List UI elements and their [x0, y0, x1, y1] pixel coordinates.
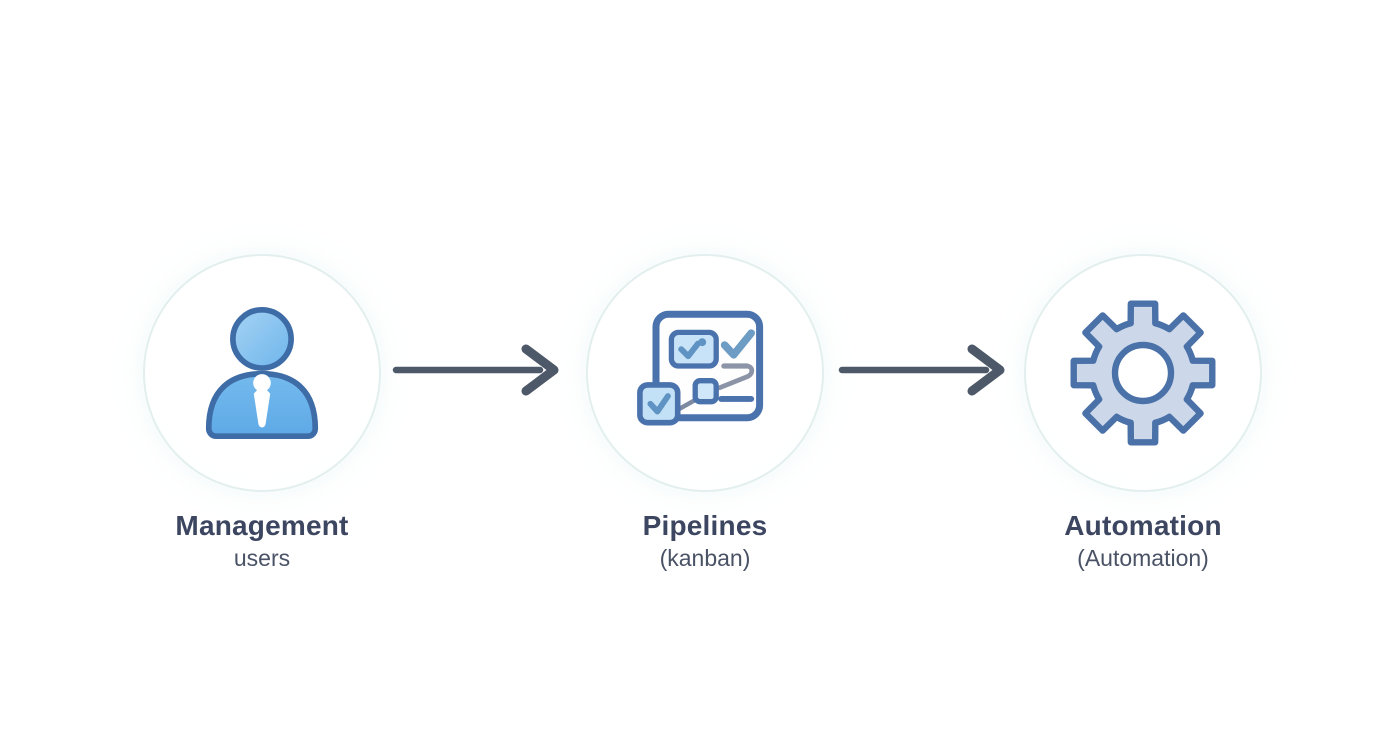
node-subtitle: (kanban): [659, 545, 751, 571]
arrow-right-icon: [838, 344, 1005, 396]
node-label: Management users: [112, 510, 412, 572]
node-title: Management: [175, 510, 349, 541]
arrow-right-icon: [392, 344, 559, 396]
node-automation: Automation (Automation): [993, 254, 1293, 572]
node-halo-circle: [1024, 254, 1262, 492]
node-label: Automation (Automation): [993, 510, 1293, 572]
node-management: Management users: [112, 254, 412, 572]
node-label: Pipelines (kanban): [555, 510, 855, 572]
flow-arrow-2: [838, 342, 1010, 398]
node-title: Automation: [1064, 510, 1222, 541]
node-subtitle: users: [233, 545, 291, 571]
node-pipelines: Pipelines (kanban): [555, 254, 855, 572]
gear-icon: [1070, 300, 1216, 446]
node-title: Pipelines: [642, 510, 768, 541]
node-halo-circle: [143, 254, 381, 492]
kanban-board-icon: [637, 310, 764, 426]
flow-arrow-1: [392, 342, 564, 398]
user-person-icon: [205, 306, 319, 440]
node-subtitle: (Automation): [1077, 545, 1209, 571]
node-halo-circle: [586, 254, 824, 492]
